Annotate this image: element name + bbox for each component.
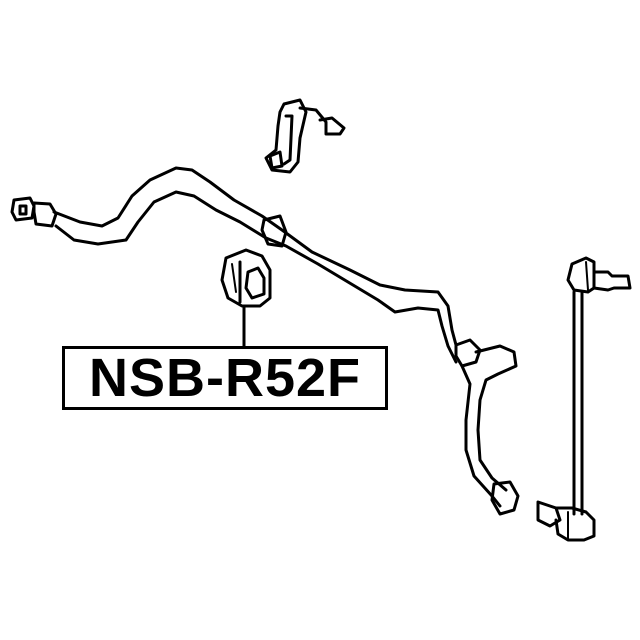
part-number-callout-box: NSB-R52F xyxy=(62,346,388,410)
stabilizer-bar xyxy=(10,166,520,516)
part-number-label: NSB-R52F xyxy=(88,348,362,408)
stabilizer-link xyxy=(538,258,632,542)
stabilizer-bushing xyxy=(220,248,272,308)
bushing-clamp-bracket xyxy=(264,98,346,174)
